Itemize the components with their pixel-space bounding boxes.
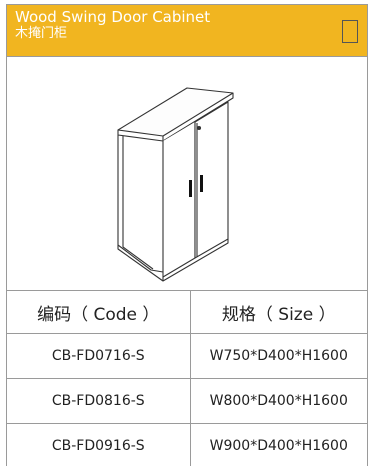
product-card: Wood Swing Door Cabinet 木掩门柜 [6,4,368,466]
product-title-cn: 木掩门柜 [15,26,68,41]
product-code: CB-FD0916-S [7,423,191,466]
table-header-row: 编码（ Code ） 规格（ Size ） [7,291,367,334]
product-code: CB-FD0716-S [7,333,191,379]
size-column-header: 规格（ Size ） [189,291,367,334]
product-title-en: Wood Swing Door Cabinet [15,8,211,26]
product-image [7,57,367,291]
product-size: W750*D400*H1600 [189,333,367,379]
product-size: W800*D400*H1600 [189,378,367,424]
select-checkbox[interactable] [342,20,358,43]
product-code: CB-FD0816-S [7,378,191,424]
spec-table: 编码（ Code ） 规格（ Size ） CB-FD0716-S W750*D… [7,291,367,466]
product-size: W900*D400*H1600 [189,423,367,466]
table-row: CB-FD0716-S W750*D400*H1600 [7,333,367,379]
card-header: Wood Swing Door Cabinet 木掩门柜 [7,5,367,57]
cabinet-drawing-icon [117,87,234,282]
code-column-header: 编码（ Code ） [7,291,191,334]
table-row: CB-FD0916-S W900*D400*H1600 [7,423,367,466]
table-row: CB-FD0816-S W800*D400*H1600 [7,378,367,424]
